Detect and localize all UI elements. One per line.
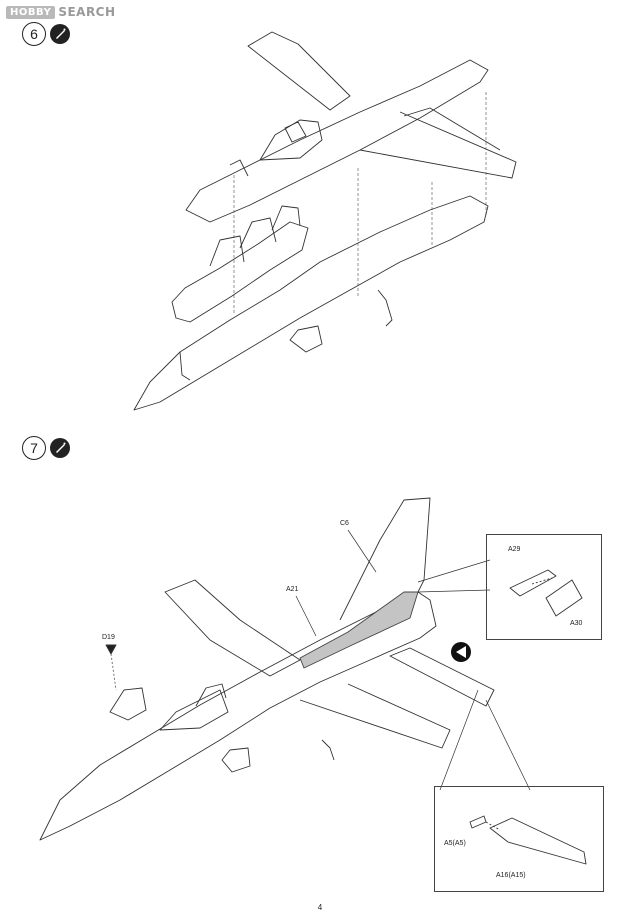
watermark-text: SEARCH [58, 5, 116, 19]
part-label-c6: C6 [340, 520, 349, 527]
attach-arrow-icon [105, 644, 117, 655]
assembled-aircraft [39, 497, 495, 841]
detail-inset-tail [486, 534, 602, 640]
part-label-a16: A16(A15) [496, 872, 526, 879]
inset-parts-a5-a16 [469, 815, 587, 865]
step-number: 7 [22, 436, 46, 460]
watermark-logo: HOBBY [6, 5, 56, 19]
detail-inset-stabilator [434, 786, 604, 892]
cement-glue-icon [50, 438, 70, 458]
cement-glue-icon [50, 24, 70, 44]
step-6-header: 6 [22, 22, 70, 46]
lower-fuselage-part [133, 195, 489, 411]
part-label-a30: A30 [570, 620, 583, 627]
cockpit-tub-part [171, 205, 309, 323]
step-7-header: 7 [22, 436, 70, 460]
inset-parts-a29-a30 [509, 569, 583, 617]
direction-arrow-icon [451, 642, 471, 662]
hobbysearch-watermark: HOBBY SEARCH [6, 4, 116, 20]
page-number: 4 [317, 903, 323, 912]
part-label-d19: D19 [102, 634, 115, 641]
upper-fuselage-part [185, 31, 517, 223]
part-label-a5: A5(A5) [444, 840, 466, 847]
part-label-a29: A29 [508, 546, 521, 553]
part-label-a21: A21 [286, 586, 299, 593]
step-number: 6 [22, 22, 46, 46]
